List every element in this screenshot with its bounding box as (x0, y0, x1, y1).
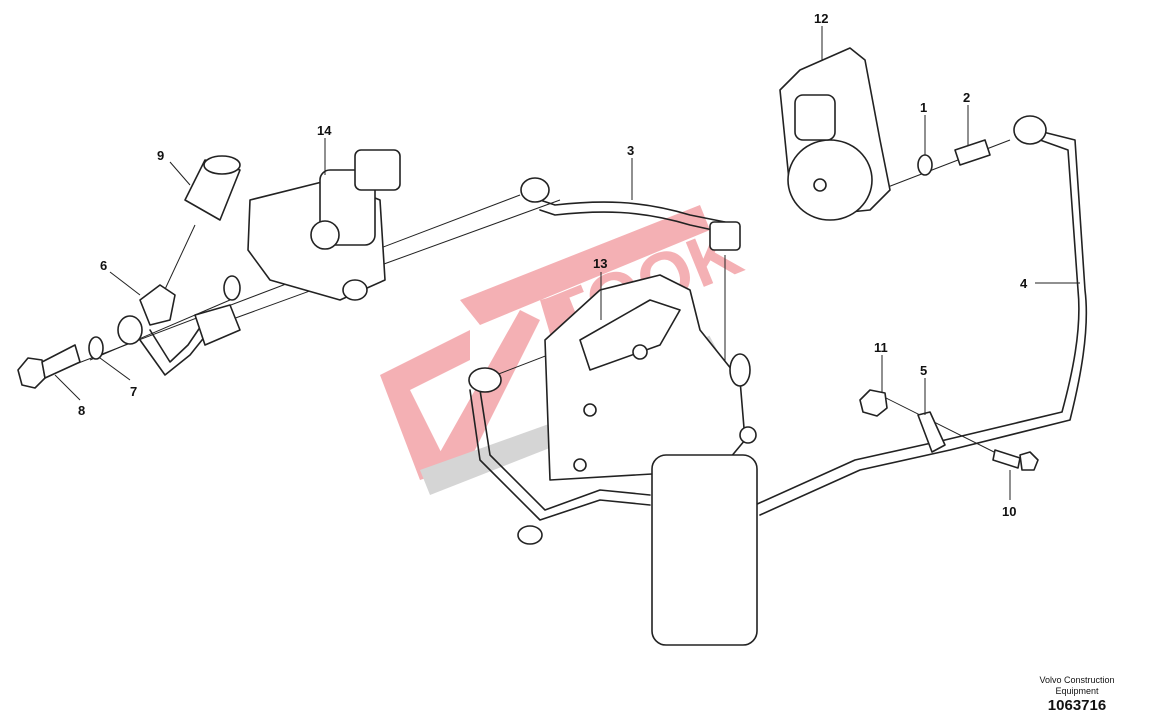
callout-13: 13 (593, 256, 607, 271)
callout-8: 8 (78, 403, 85, 418)
fitting-3a[interactable] (520, 177, 550, 203)
callout-4: 4 (1020, 276, 1028, 291)
callout-1: 1 (920, 100, 927, 115)
pipe-lower[interactable] (469, 389, 651, 521)
fitting-4[interactable] (1013, 115, 1047, 145)
callout-14: 14 (317, 123, 332, 138)
bracket-12[interactable] (779, 47, 891, 221)
fitting-3b[interactable] (709, 221, 741, 251)
drawing-number: 1063716 (1047, 697, 1107, 714)
callout-10: 10 (1002, 504, 1016, 519)
sensor-2[interactable] (954, 139, 991, 166)
callout-leaders (54, 26, 1080, 500)
nut-11[interactable] (859, 389, 888, 417)
callout-3: 3 (627, 143, 634, 158)
sensor-9[interactable] (184, 155, 241, 221)
valve-14[interactable] (247, 149, 401, 301)
washer[interactable] (223, 275, 241, 301)
callout-7: 7 (130, 384, 137, 399)
fitting-lower-b[interactable] (517, 525, 543, 545)
filter-housing-13[interactable] (544, 274, 757, 481)
callout-2: 2 (963, 90, 970, 105)
bolt-10[interactable] (992, 449, 1039, 471)
washer-1[interactable] (917, 154, 933, 176)
pipe-4[interactable] (754, 129, 1088, 516)
callout-11: 11 (874, 340, 888, 355)
banjo-bolt-8[interactable] (17, 344, 81, 389)
washer-7[interactable] (88, 336, 104, 360)
fitting-lower[interactable] (468, 367, 502, 393)
callout-12: 12 (814, 11, 828, 26)
pipe-3[interactable] (539, 199, 726, 233)
callout-5: 5 (920, 363, 927, 378)
banjo-fitting-6[interactable] (117, 284, 241, 376)
callout-6: 6 (100, 258, 107, 273)
callout-9: 9 (157, 148, 164, 163)
filter-cartridge[interactable] (651, 454, 758, 646)
company-label: Volvo Construction Equipment (1039, 675, 1115, 696)
clamp-5[interactable] (917, 411, 946, 453)
